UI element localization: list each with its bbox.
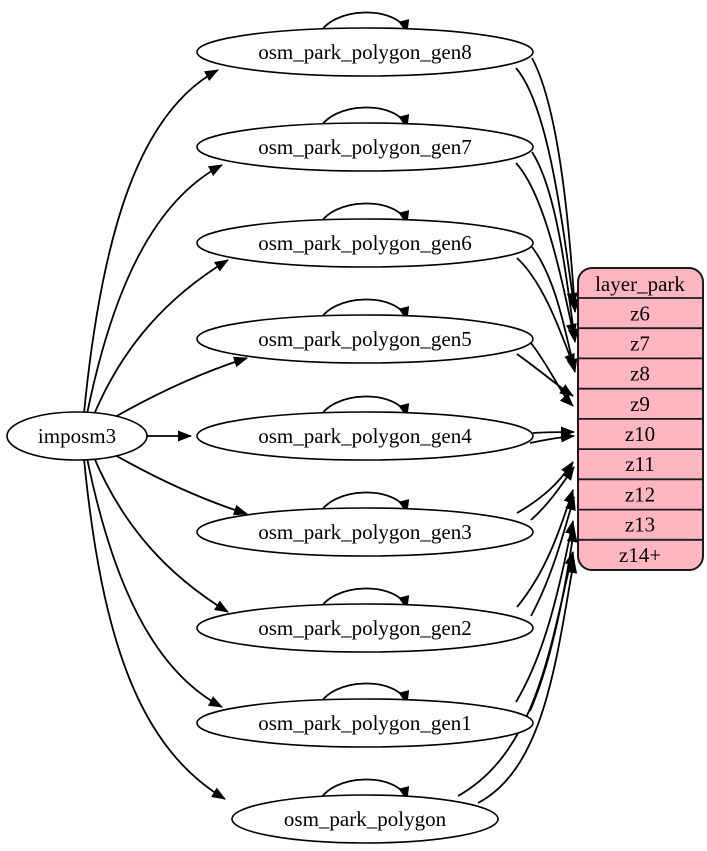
- edge-gen2-z12-a: [530, 496, 576, 617]
- edge-gen5-z9-b: [530, 342, 574, 407]
- row-z6: z6: [630, 302, 650, 326]
- edge-imposm3-gen1: [86, 457, 223, 708]
- node-osm-park-polygon-gen4: osm_park_polygon_gen4: [196, 411, 534, 461]
- polygon-ellipse: [231, 794, 499, 844]
- edge-gen8-z6-b: [531, 57, 580, 313]
- edge-gen6-z8-a: [516, 257, 575, 368]
- edge-imposm3-gen2: [92, 454, 229, 613]
- gen2-label: osm_park_polygon_gen2: [258, 616, 471, 640]
- node-osm-park-polygon: osm_park_polygon: [231, 794, 499, 844]
- gen7-ellipse: [196, 122, 534, 172]
- node-osm-park-polygon-gen7: osm_park_polygon_gen7: [196, 122, 534, 172]
- edge-imposm3-gen3: [107, 450, 248, 516]
- row-z13: z13: [625, 513, 655, 537]
- selfloop-gen3: [317, 491, 410, 518]
- edge-gen5-z9-a: [516, 353, 574, 397]
- node-osm-park-polygon-gen5: osm_park_polygon_gen5: [196, 314, 534, 364]
- edge-gen3-z11-a: [530, 466, 575, 521]
- edge-gen6-z8-b: [531, 246, 578, 373]
- node-osm-park-polygon-gen3: osm_park_polygon_gen3: [196, 507, 534, 557]
- edge-imposm3-gen6: [92, 259, 229, 418]
- edge-gen8-z6-a: [515, 67, 578, 307]
- row-z8: z8: [630, 362, 650, 386]
- selfloop-gen8: [317, 11, 410, 38]
- row-z7: z7: [630, 332, 650, 356]
- edge-imposm3-polygon: [83, 458, 226, 800]
- edge-polygon-z14-a: [477, 559, 578, 804]
- edge-group: [83, 11, 580, 805]
- edge-gen7-z7-b: [531, 151, 579, 343]
- gen8-ellipse: [196, 27, 534, 77]
- edge-imposm3-gen7: [86, 164, 223, 415]
- row-z12: z12: [625, 482, 655, 506]
- imposm3-ellipse: [6, 411, 148, 461]
- imposm3-label: imposm3: [38, 424, 116, 448]
- node-osm-park-polygon-gen2: osm_park_polygon_gen2: [196, 603, 534, 653]
- selfloop-polygon: [317, 778, 410, 805]
- gen1-label: osm_park_polygon_gen1: [258, 711, 471, 735]
- edge-gen7-z7-a: [515, 162, 577, 338]
- row-z9: z9: [630, 392, 650, 416]
- node-osm-park-polygon-gen1: osm_park_polygon_gen1: [196, 698, 534, 748]
- gen2-ellipse: [196, 603, 534, 653]
- layer-park-table: layer_park z6 z7 z8 z9 z10 z11 z12 z13 z…: [577, 267, 704, 571]
- gen5-label: osm_park_polygon_gen5: [258, 327, 471, 351]
- edge-polygon-z14-b: [457, 551, 576, 797]
- gen3-ellipse: [196, 507, 534, 557]
- gen8-label: osm_park_polygon_gen8: [258, 40, 471, 64]
- layer-park-header: layer_park: [595, 272, 685, 296]
- edge-imposm3-gen8: [83, 69, 219, 414]
- node-imposm3: imposm3: [6, 411, 148, 461]
- edge-gen4-z10-b: [529, 431, 575, 444]
- selfloop-gen2: [317, 587, 410, 614]
- selfloop-gen7: [317, 106, 410, 133]
- gen7-label: osm_park_polygon_gen7: [258, 135, 471, 159]
- edge-gen1-z13-b: [515, 520, 576, 703]
- row-z14plus: z14+: [619, 543, 661, 567]
- edge-gen1-z13-a: [529, 528, 578, 712]
- edge-gen2-z12-b: [516, 489, 575, 608]
- gen3-label: osm_park_polygon_gen3: [258, 520, 471, 544]
- gen6-ellipse: [196, 218, 534, 268]
- gen4-ellipse: [196, 411, 534, 461]
- row-z11: z11: [625, 452, 655, 476]
- edge-gen4-z10-a: [532, 426, 575, 438]
- selfloop-gen4: [317, 395, 410, 422]
- polygon-label: osm_park_polygon: [284, 807, 447, 831]
- row-z10: z10: [625, 422, 655, 446]
- selfloop-gen5: [317, 298, 410, 325]
- selfloop-gen1: [317, 682, 410, 709]
- edge-gen3-z11-b: [516, 461, 574, 514]
- edge-imposm3-gen5: [107, 356, 248, 422]
- gen5-ellipse: [196, 314, 534, 364]
- gen6-label: osm_park_polygon_gen6: [258, 231, 471, 255]
- gen1-ellipse: [196, 698, 534, 748]
- node-osm-park-polygon-gen8: osm_park_polygon_gen8: [196, 27, 534, 77]
- gen4-label: osm_park_polygon_gen4: [258, 424, 472, 448]
- node-osm-park-polygon-gen6: osm_park_polygon_gen6: [196, 218, 534, 268]
- selfloop-gen6: [317, 202, 410, 229]
